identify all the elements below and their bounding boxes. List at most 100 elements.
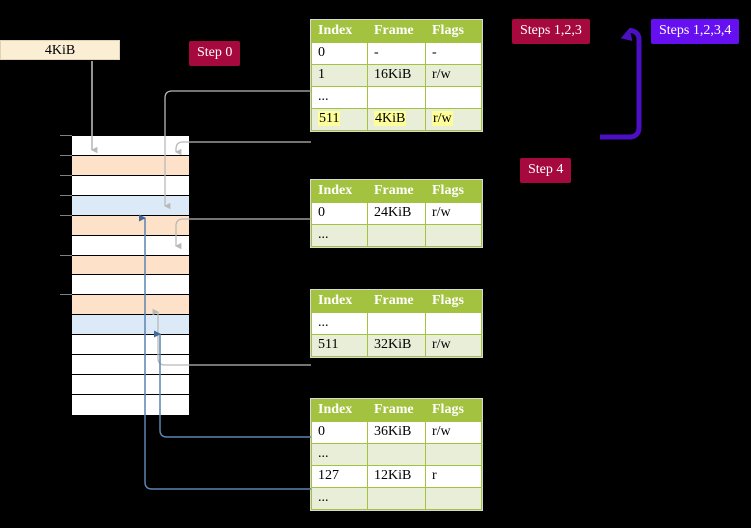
table-cell-index: 511 xyxy=(311,108,368,131)
table-cell-flags xyxy=(425,224,482,247)
table-cell-index: ... xyxy=(311,312,368,335)
badge-step-4-label: Step 4 xyxy=(528,162,564,177)
table-cell-flags: r/w xyxy=(425,421,482,444)
table-cell-frame: 4KiB xyxy=(367,108,426,131)
column-header-frame: Frame xyxy=(367,20,426,43)
table-cell-frame: 12KiB xyxy=(367,465,426,488)
table-cell-flags: r/w xyxy=(425,334,482,357)
column-header-index: Index xyxy=(311,399,368,422)
column-header-frame: Frame xyxy=(367,399,426,422)
memory-row-tick xyxy=(60,194,72,196)
table-cell-flags xyxy=(425,312,482,335)
wire-steps-loop-purple xyxy=(600,27,642,140)
table-cell-index: 511 xyxy=(311,334,368,357)
cell-highlight: r/w xyxy=(432,111,453,126)
memory-row xyxy=(72,295,189,316)
column-header-flags: Flags xyxy=(425,20,482,43)
table-cell-frame xyxy=(367,487,426,510)
table-cell-index: ... xyxy=(311,224,368,247)
table-cell-flags: r/w xyxy=(425,64,482,87)
memory-row-tick xyxy=(60,294,72,296)
memory-row-tick xyxy=(60,214,72,216)
memory-row xyxy=(72,136,189,156)
table-cell-frame xyxy=(367,86,426,109)
memory-row xyxy=(72,255,189,276)
badge-step-4: Step 4 xyxy=(520,158,572,183)
table-cell-index: 1 xyxy=(311,64,368,87)
table-row: 511 4KiB r/w xyxy=(311,108,482,131)
physical-memory-column xyxy=(71,135,190,416)
column-header-frame: Frame xyxy=(367,180,426,203)
table-cell-flags xyxy=(425,487,482,510)
table-cell-index: 0 xyxy=(311,202,368,225)
table-cell-frame xyxy=(367,312,426,335)
table-cell-flags xyxy=(425,86,482,109)
memory-frame-4kib-label: 4KiB xyxy=(44,43,76,58)
table-cell-frame: 24KiB xyxy=(367,202,426,225)
cell-highlight: 511 xyxy=(318,111,341,126)
memory-row xyxy=(72,155,189,176)
column-header-frame: Frame xyxy=(367,290,426,313)
column-header-flags: Flags xyxy=(425,399,482,422)
table-cell-frame xyxy=(367,224,426,247)
memory-frame-4kib-box: 4KiB xyxy=(0,40,120,60)
memory-row xyxy=(72,315,189,336)
table-cell-flags: r/w xyxy=(425,202,482,225)
memory-row xyxy=(72,395,189,415)
table-cell-frame: 36KiB xyxy=(367,421,426,444)
badge-steps-1-2-3-label: Steps 1,2,3 xyxy=(520,23,582,38)
table-row: ... xyxy=(311,443,482,466)
column-header-index: Index xyxy=(311,180,368,203)
badge-steps-1-2-3-4-label: Steps 1,2,3,4 xyxy=(659,23,732,38)
table-row: ... xyxy=(311,224,482,247)
table-row: ... xyxy=(311,312,482,335)
table-cell-frame: 16KiB xyxy=(367,64,426,87)
memory-row-tick xyxy=(60,135,72,136)
table-cell-frame: 32KiB xyxy=(367,334,426,357)
memory-row xyxy=(72,175,189,196)
table-cell-flags xyxy=(425,443,482,466)
memory-row-tick xyxy=(60,174,72,176)
table-cell-frame: - xyxy=(367,42,426,65)
table-row: ... xyxy=(311,86,482,109)
table-cell-index: 127 xyxy=(311,465,368,488)
memory-row-tick xyxy=(60,254,72,256)
badge-steps-1-2-3: Steps 1,2,3 xyxy=(512,19,590,44)
memory-row xyxy=(72,235,189,256)
cell-highlight: 4KiB xyxy=(374,111,407,126)
table-cell-index: ... xyxy=(311,443,368,466)
column-header-index: Index xyxy=(311,290,368,313)
badge-step-0-label: Step 0 xyxy=(197,45,233,60)
memory-row-tick xyxy=(60,154,72,156)
column-header-index: Index xyxy=(311,20,368,43)
badge-step-0: Step 0 xyxy=(189,41,241,66)
table-cell-frame xyxy=(367,443,426,466)
column-header-flags: Flags xyxy=(425,290,482,313)
column-header-flags: Flags xyxy=(425,180,482,203)
table-cell-flags: r xyxy=(425,465,482,488)
memory-row xyxy=(72,375,189,396)
table-row: 0-- xyxy=(311,42,482,65)
table-cell-index: ... xyxy=(311,487,368,510)
badge-steps-1-2-3-4: Steps 1,2,3,4 xyxy=(651,19,740,44)
wire-l1-row511-to-memory xyxy=(175,141,311,156)
table-cell-index: 0 xyxy=(311,42,368,65)
memory-row xyxy=(72,275,189,296)
memory-row xyxy=(72,335,189,356)
memory-row xyxy=(72,215,189,236)
table-cell-flags: - xyxy=(425,42,482,65)
wire-l2-row0-to-memory xyxy=(175,218,311,250)
